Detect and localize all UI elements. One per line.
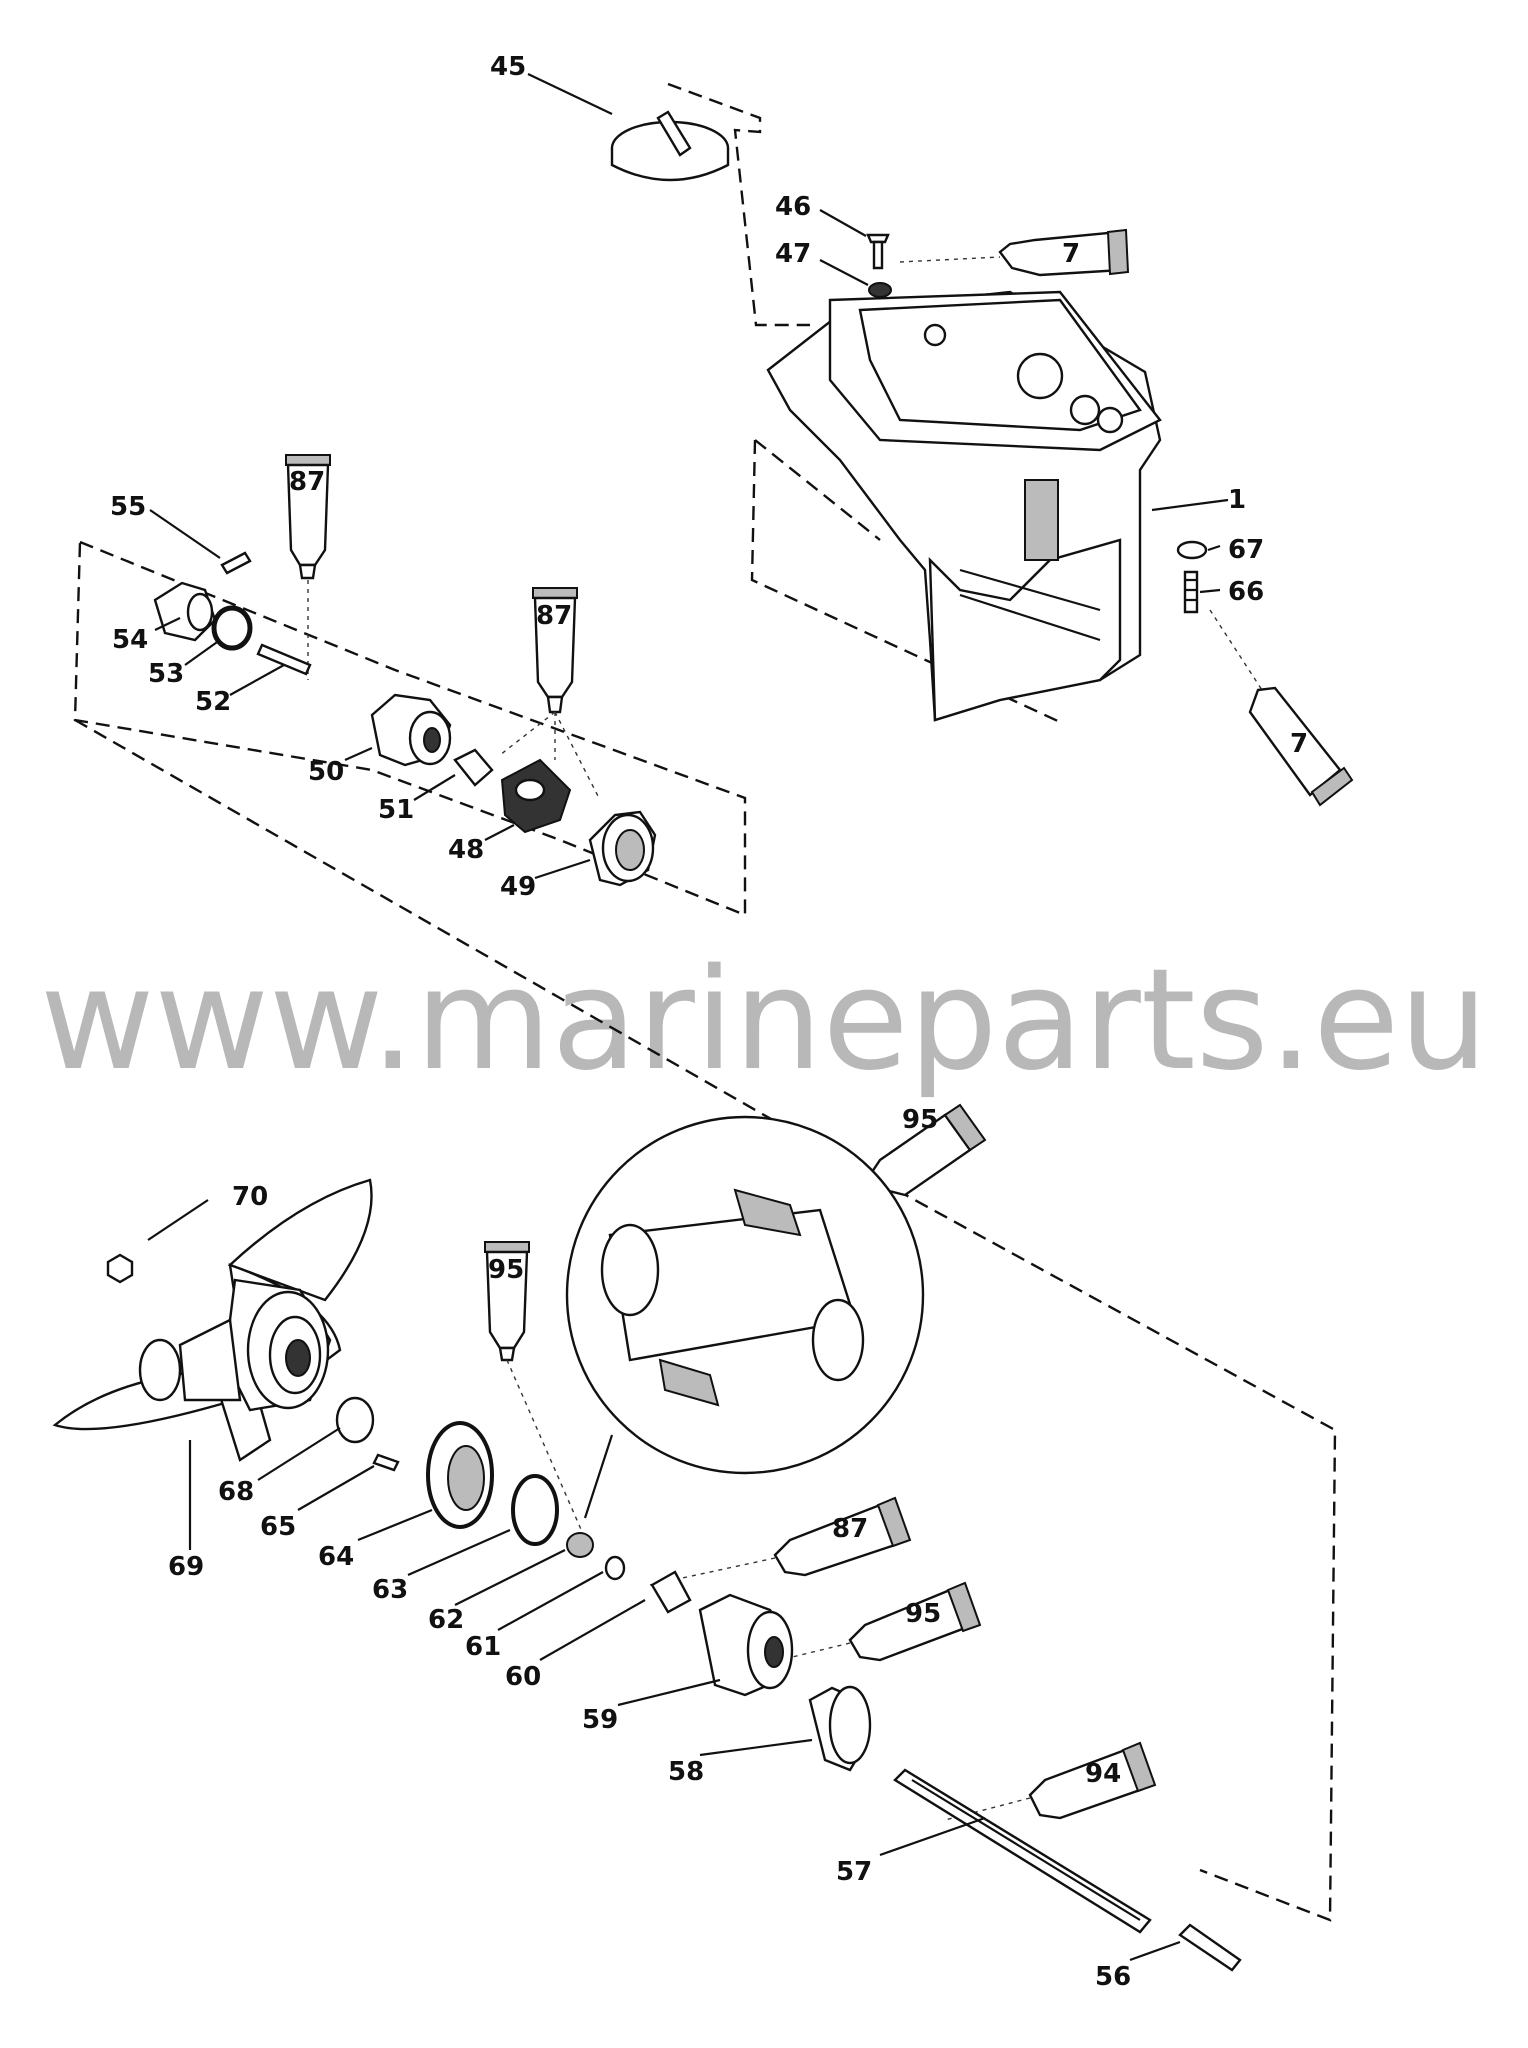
part-label-53: 53	[148, 659, 184, 689]
part-label-51: 51	[378, 795, 414, 825]
part-label-50: 50	[308, 757, 344, 787]
tube-label-95-lower: 95	[905, 1599, 941, 1629]
part-label-47: 47	[775, 239, 811, 269]
part-label-68: 68	[218, 1477, 254, 1507]
tube-label-7-top: 7	[1062, 239, 1080, 269]
sealant-tube-87-middle	[499, 587, 601, 801]
part-label-61: 61	[465, 1632, 501, 1662]
part-label-63: 63	[372, 1575, 408, 1605]
tube-label-95-left: 95	[488, 1255, 524, 1285]
part-label-58: 58	[668, 1757, 704, 1787]
tube-label-87-middle: 87	[536, 601, 572, 631]
propeller	[52, 1178, 373, 1462]
leader-lines	[147, 73, 1229, 1962]
part-label-67: 67	[1228, 535, 1264, 565]
part-label-62: 62	[428, 1605, 464, 1635]
sealant-tube-95-left	[484, 1241, 591, 1551]
watermark: www.marineparts.eu	[40, 939, 1488, 1102]
part-label-54: 54	[112, 625, 148, 655]
screw-and-washer-right	[1176, 540, 1208, 614]
assembly-outlines	[73, 82, 1337, 1922]
tube-label-87-lower: 87	[832, 1514, 868, 1544]
part-label-65: 65	[260, 1512, 296, 1542]
gear-housing	[766, 290, 1162, 722]
detail-magnifier	[565, 1115, 925, 1519]
part-label-70: 70	[232, 1182, 268, 1212]
sealant-tube-7-top	[899, 228, 1130, 277]
part-label-64: 64	[318, 1542, 354, 1572]
part-label-45: 45	[490, 52, 526, 82]
part-label-69: 69	[168, 1552, 204, 1582]
tube-labels: 7 7 87 87 95 95 87 95 94	[289, 239, 1308, 1789]
part-label-59: 59	[582, 1705, 618, 1735]
anode	[610, 110, 730, 182]
part-label-1: 1	[1228, 485, 1246, 515]
part-label-60: 60	[505, 1662, 541, 1692]
sealant-tube-94	[944, 1741, 1157, 1821]
part-label-55: 55	[110, 492, 146, 522]
sealant-tube-87-left	[285, 454, 331, 680]
tube-label-94: 94	[1085, 1759, 1121, 1789]
part-label-49: 49	[500, 872, 536, 902]
tube-label-87-left: 87	[289, 467, 325, 497]
part-labels: 45 46 47 1 67 66 55 54 53 52 50 51 48 49…	[110, 52, 1264, 1992]
part-label-57: 57	[836, 1857, 872, 1887]
sealant-tube-95-lower	[779, 1581, 982, 1662]
part-label-56: 56	[1095, 1962, 1131, 1992]
part-label-48: 48	[448, 835, 484, 865]
part-label-66: 66	[1228, 577, 1264, 607]
upper-gear-group	[153, 551, 657, 887]
screw-and-washer	[866, 233, 892, 298]
part-label-52: 52	[195, 687, 231, 717]
tube-label-7-right: 7	[1290, 729, 1308, 759]
sealant-tube-87-lower	[649, 1496, 912, 1586]
tube-label-95-center: 95	[902, 1105, 938, 1135]
sealant-tube-7-right	[1209, 609, 1354, 807]
lower-shaft-parts	[335, 1396, 1242, 1972]
part-label-46: 46	[775, 192, 811, 222]
